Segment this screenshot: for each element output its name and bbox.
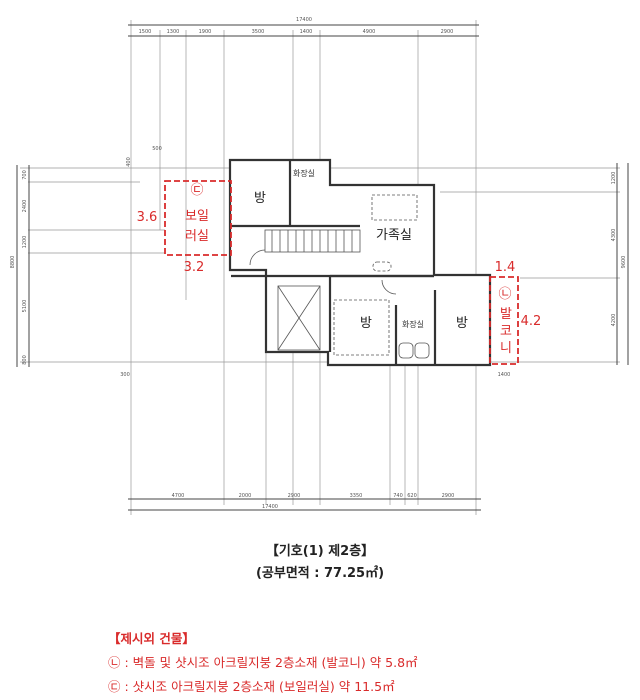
dim-label: 1400: [498, 372, 511, 378]
dim-label: 4900: [363, 29, 376, 35]
left-dims: 700 2400 1200 5100 800: [22, 170, 28, 365]
dim-label: 4300: [611, 229, 617, 242]
balcony-label: 니: [500, 341, 512, 356]
bottom-total-dim: 17400: [262, 504, 278, 510]
dim-label: 3500: [252, 29, 265, 35]
balcony-height: 4.2: [521, 314, 542, 329]
boiler-width: 3.2: [184, 260, 205, 275]
boiler-height: 3.6: [137, 210, 158, 225]
room-label: 방: [254, 191, 266, 206]
legend-item: ㉡ : 벽돌 및 샷시조 아크릴지붕 2층소재 (발코니) 약 5.8㎡: [108, 655, 418, 670]
bottom-dims: 4700 2000 2900 3350 740 620 2900: [172, 493, 455, 499]
left-total-dim: 8800: [10, 256, 16, 269]
dimension-lines: [16, 24, 629, 511]
right-total-dim: 9600: [621, 256, 627, 269]
dim-label: 2400: [22, 200, 28, 213]
legend-title: 【제시외 건물】: [108, 631, 195, 646]
dim-label: 1200: [22, 236, 28, 249]
dim-label: 2000: [239, 493, 252, 499]
dim-label: 400: [126, 157, 132, 167]
plan-title: 【기호(1) 제2층】: [265, 544, 375, 559]
legend-item: ㉢ : 샷시조 아크릴지붕 2층소재 (보일러실) 약 11.5㎡: [108, 679, 395, 694]
dim-label: 1400: [300, 29, 313, 35]
dim-label: 1900: [199, 29, 212, 35]
dim-label: 700: [22, 170, 28, 180]
dim-label: 2900: [441, 29, 454, 35]
dim-label: 1200: [611, 172, 617, 185]
balcony-label: 코: [500, 324, 512, 339]
top-dims: 1500 1300 1900 3500 1400 4900 2900: [139, 29, 454, 35]
building-walls: [228, 158, 492, 367]
dim-label: 300: [120, 372, 130, 378]
dim-label: 4200: [611, 314, 617, 327]
dim-label: 2900: [442, 493, 455, 499]
family-room-label: 가족실: [376, 228, 412, 243]
stairs: [264, 229, 361, 253]
dim-label: 500: [152, 146, 162, 152]
top-total-dim: 17400: [296, 17, 312, 23]
dim-label: 740: [393, 493, 403, 499]
right-dims: 1200 4300 4200: [611, 172, 617, 327]
balcony-label: 발: [500, 307, 512, 322]
dim-label: 2900: [288, 493, 301, 499]
boiler-marker: ㉢: [190, 183, 203, 198]
dim-label: 5100: [22, 300, 28, 313]
toilet-label: 화장실: [293, 168, 315, 178]
balcony-marker: ㉡: [498, 287, 511, 302]
toilet-label: 화장실: [402, 319, 424, 329]
dim-label: 1300: [167, 29, 180, 35]
dim-label: 620: [407, 493, 417, 499]
boiler-room-outline: [164, 180, 232, 256]
dim-label: 3350: [350, 493, 363, 499]
boiler-label-1: 보일: [185, 209, 209, 224]
dim-label: 1500: [139, 29, 152, 35]
boiler-label-2: 러실: [185, 229, 209, 244]
balcony-outline: [489, 276, 519, 365]
dim-label: 4700: [172, 493, 185, 499]
plan-area: (공부면적 : 77.25㎡): [255, 566, 385, 581]
balcony-width: 1.4: [495, 260, 516, 275]
dim-label: 800: [22, 355, 28, 365]
room-label: 방: [456, 316, 468, 331]
fixtures: [249, 194, 430, 359]
room-label: 방: [360, 316, 372, 331]
